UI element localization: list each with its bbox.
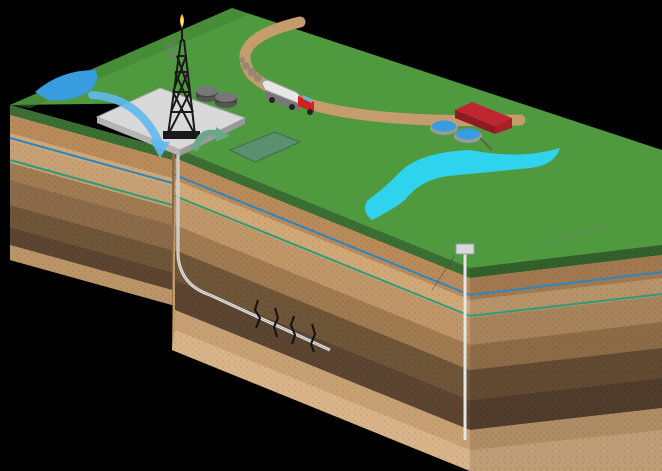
waste-pit xyxy=(228,131,302,163)
smoke xyxy=(164,39,262,82)
barn-icon xyxy=(455,102,512,134)
ground-surface xyxy=(10,8,662,268)
river xyxy=(364,148,560,220)
fracture-zone xyxy=(253,299,317,353)
main-front-face xyxy=(172,148,471,471)
treatment-ponds xyxy=(430,120,493,151)
pond xyxy=(35,70,98,101)
tanker-truck-icon xyxy=(261,79,314,115)
drilling-derrick-icon xyxy=(163,39,200,139)
storage-tanks xyxy=(196,86,237,108)
left-block-front-face xyxy=(9,105,173,305)
injection-flow-arrow xyxy=(88,91,164,149)
flare-icon xyxy=(180,14,184,40)
monitoring-well-icon xyxy=(431,243,475,440)
right-side-face xyxy=(469,245,662,471)
